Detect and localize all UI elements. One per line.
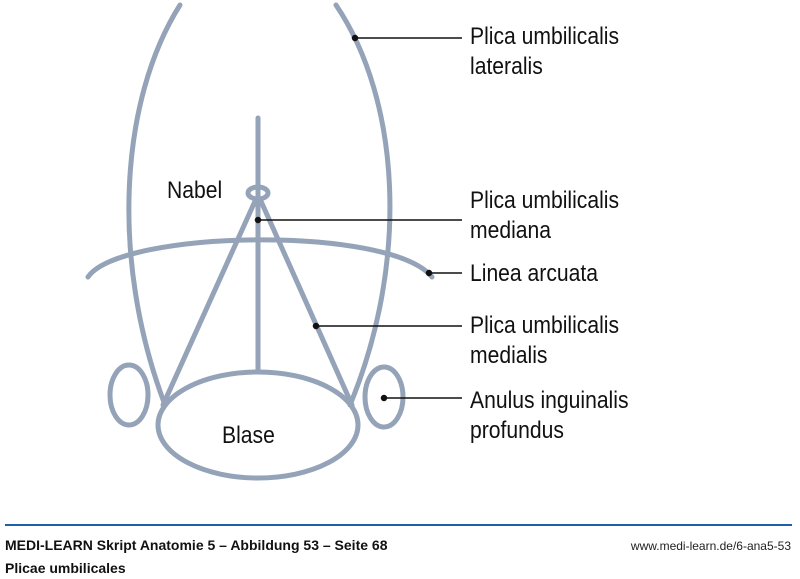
plica-lateralis-right: [333, 2, 393, 408]
footer-url[interactable]: www.medi-learn.de/6-ana5-53: [630, 539, 791, 553]
figure-caption: Plicae umbilicales: [5, 560, 126, 576]
diagram: [85, 2, 462, 481]
footer-rule: [5, 524, 792, 526]
blase: [155, 369, 361, 481]
plica-lateralis-left: [126, 2, 183, 408]
label-blase: Blase: [222, 422, 275, 449]
anulus-left: [107, 362, 151, 428]
plica-medialis-right: [257, 196, 355, 408]
plica-medialis-left: [160, 196, 259, 408]
footer-source: MEDI-LEARN Skript Anatomie 5 – Abbildung…: [5, 537, 388, 553]
label-nabel: Nabel: [167, 177, 223, 204]
linea-arcuata: [85, 237, 435, 280]
label-linea-arcuata: Linea arcuata: [470, 260, 598, 287]
anulus-right: [362, 364, 406, 430]
